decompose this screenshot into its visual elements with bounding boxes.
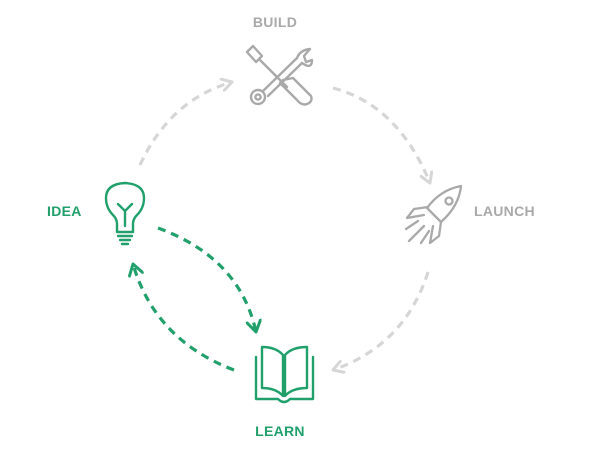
wrench-screwdriver-icon <box>245 44 314 106</box>
build-label: BUILD <box>253 14 297 30</box>
stage-learn: LEARN <box>254 345 315 439</box>
stage-launch: LAUNCH <box>404 184 535 245</box>
arrow-launch-to-learn <box>333 271 430 370</box>
learn-label: LEARN <box>255 423 305 439</box>
arrow-learn-to-idea <box>133 264 235 372</box>
launch-label: LAUNCH <box>474 203 535 219</box>
stage-idea: IDEA <box>47 181 146 246</box>
lightbulb-icon <box>104 181 146 246</box>
stage-build: BUILD <box>245 14 314 106</box>
rocket-icon <box>404 184 463 245</box>
arrow-idea-to-build <box>138 82 232 166</box>
idea-label: IDEA <box>47 203 82 219</box>
open-book-icon <box>254 345 315 404</box>
arrows <box>133 82 430 370</box>
arrow-build-to-launch <box>332 86 430 183</box>
arrow-idea-to-learn <box>157 226 256 332</box>
